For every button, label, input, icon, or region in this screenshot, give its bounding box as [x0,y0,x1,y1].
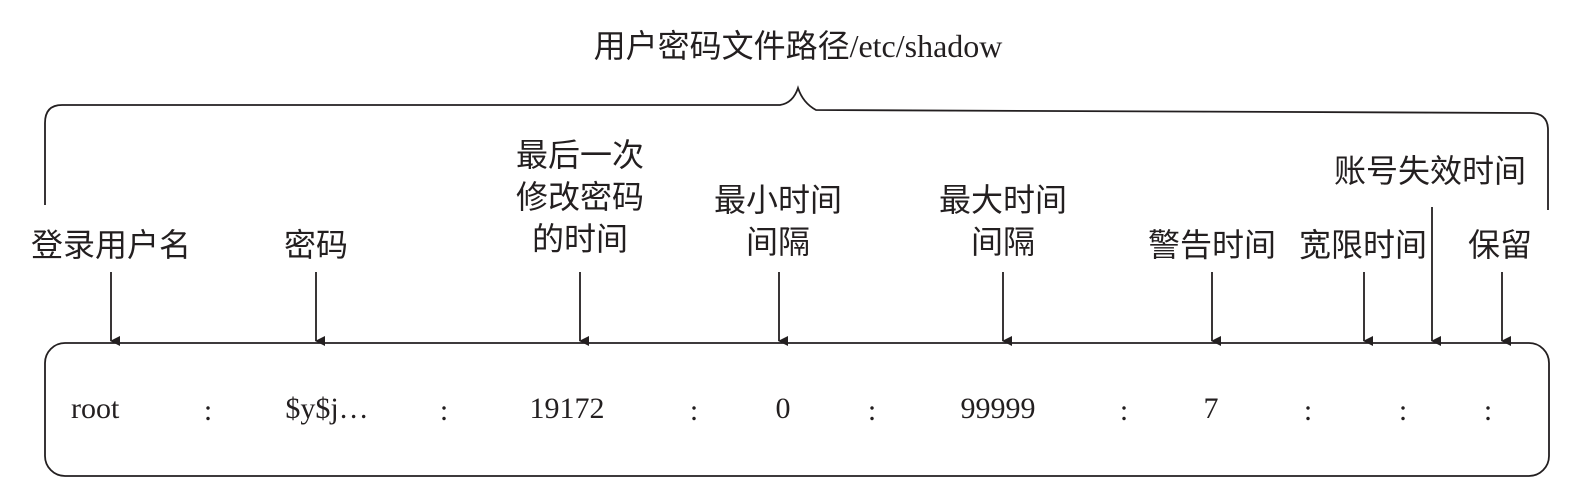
label-line: 最小时间 [713,182,843,218]
separator: : [867,394,877,427]
label-line: 保留 [1467,227,1533,263]
label-line: 警告时间 [1147,227,1277,263]
separator: : [439,394,449,427]
separator: : [1483,394,1493,427]
label-line: 最大时间 [938,182,1068,218]
separator: : [1119,394,1129,427]
label-line: 间隔 [970,224,1036,260]
label-expire: 账号失效时间 [1334,150,1526,192]
label-grace: 宽限时间 [1299,224,1427,266]
value-last-change: 19172 [529,392,605,425]
label-line: 登录用户名 [30,227,192,263]
label-last-change: 最后一次 修改密码 的时间 [516,134,644,260]
label-line: 修改密码 [515,179,645,215]
label-line: 间隔 [745,224,811,260]
separator: : [203,394,213,427]
label-login-user: 登录用户名 [31,224,191,266]
value-warn: 7 [1203,392,1219,425]
label-warn: 警告时间 [1148,224,1276,266]
record-box [44,342,1550,477]
label-line: 密码 [283,227,349,263]
label-reserved: 保留 [1468,224,1532,266]
label-line: 账号失效时间 [1333,153,1527,189]
diagram-title: 用户密码文件路径/etc/shadow [593,28,1003,64]
label-password: 密码 [284,224,348,266]
value-login-user: root [71,392,120,425]
separator: : [689,394,699,427]
label-line: 宽限时间 [1298,227,1428,263]
label-line: 的时间 [531,221,629,257]
label-min-interval: 最小时间 间隔 [714,179,842,263]
separator: : [1303,394,1313,427]
label-max-interval: 最大时间 间隔 [939,179,1067,263]
value-password: $y$j… [285,392,369,425]
label-line: 最后一次 [515,137,645,173]
brace [44,85,1549,210]
separator: : [1398,394,1408,427]
value-max-interval: 99999 [960,392,1036,425]
value-min-interval: 0 [775,392,791,425]
